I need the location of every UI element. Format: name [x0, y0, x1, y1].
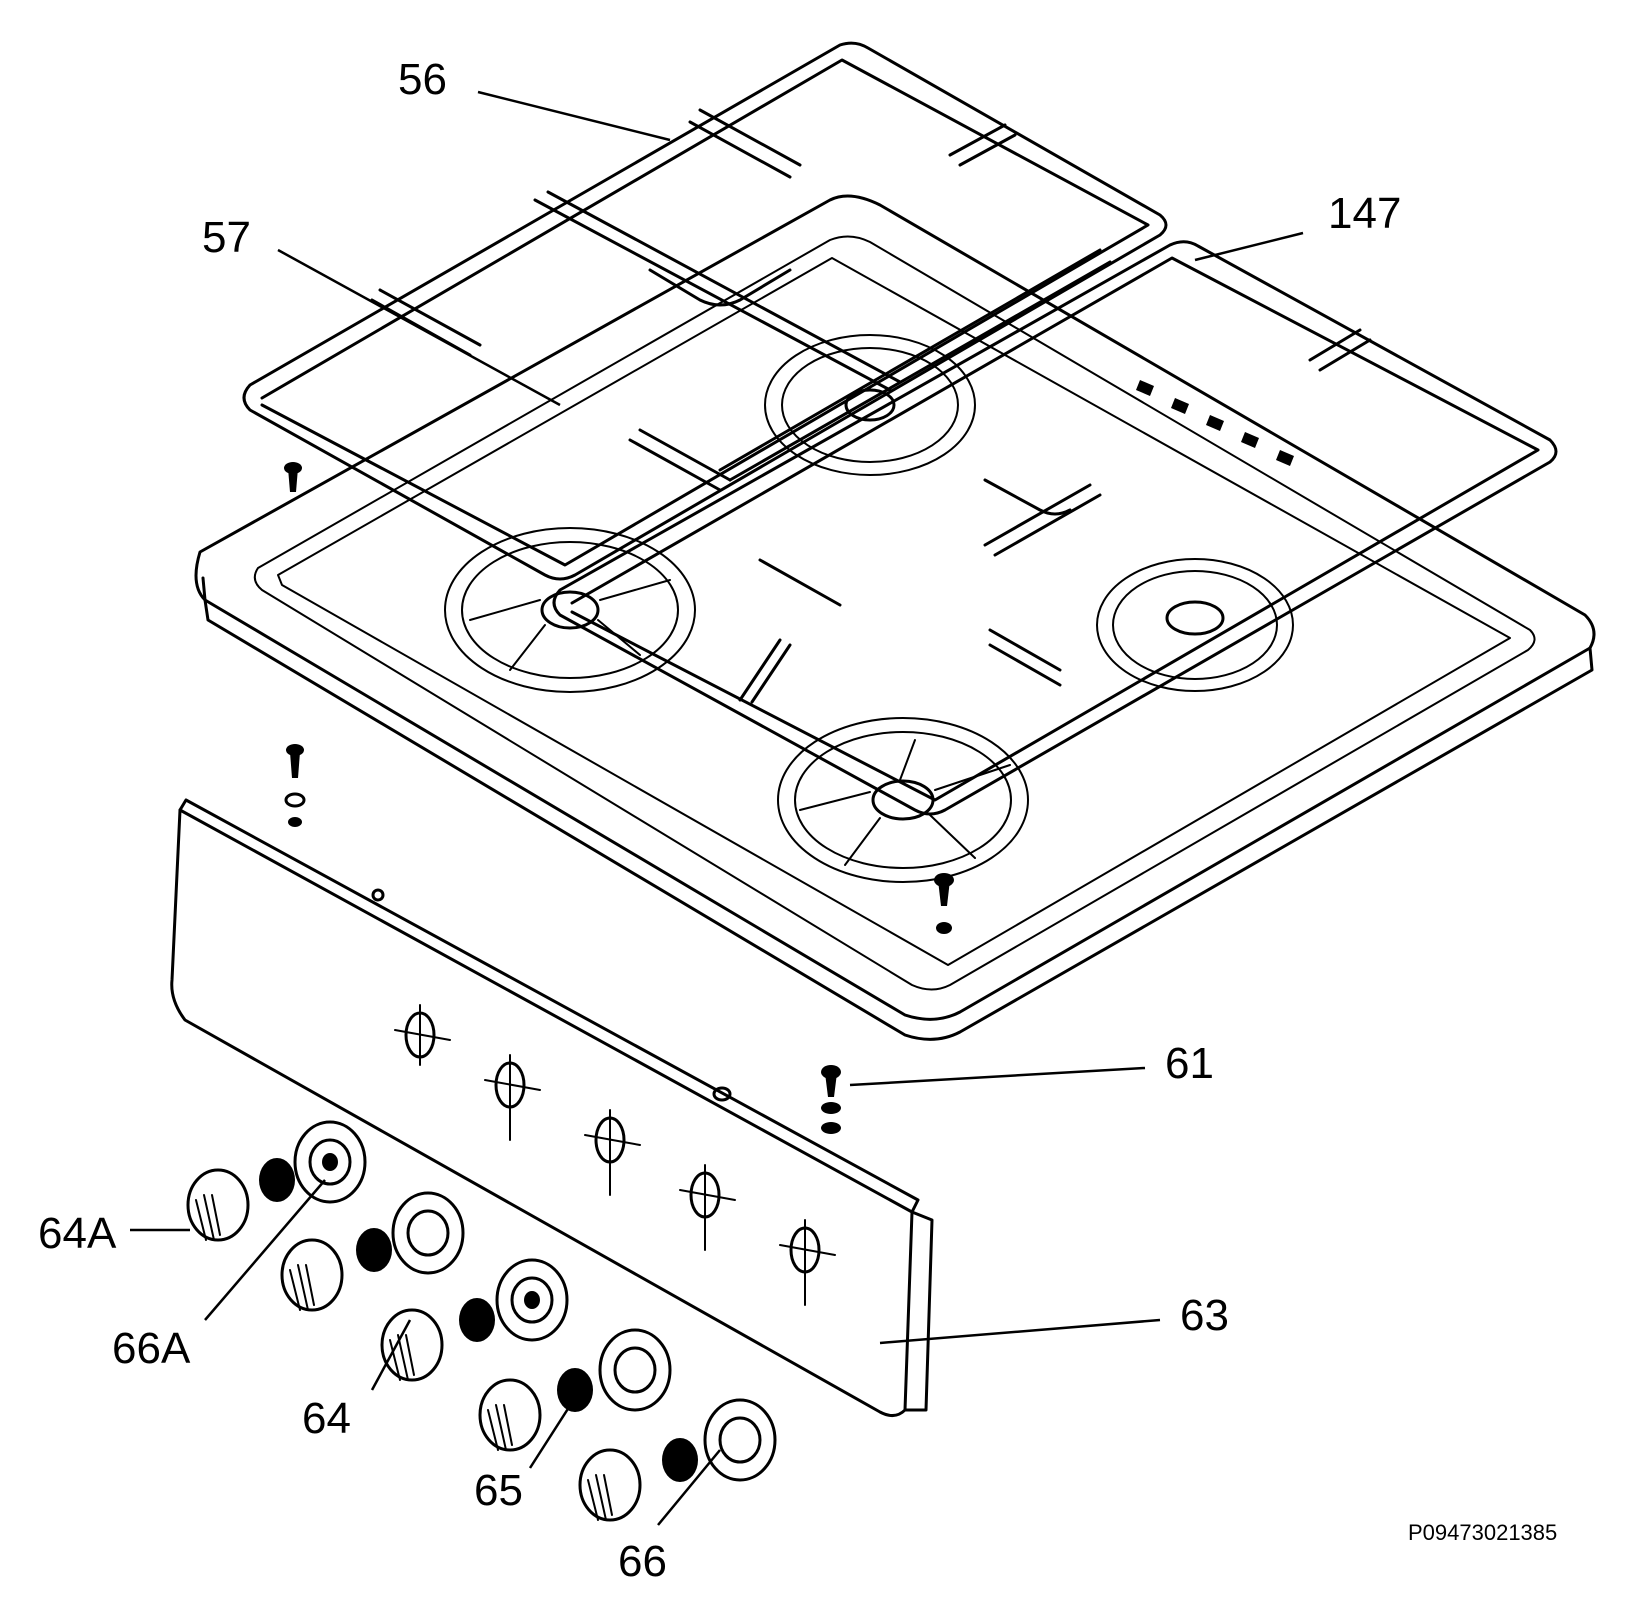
label-66: 66	[618, 1537, 667, 1586]
burner-front-left	[444, 527, 696, 693]
pan-support-grid-56	[242, 41, 1168, 581]
label-65: 65	[474, 1466, 523, 1515]
label-63: 63	[1180, 1291, 1229, 1340]
hob-top	[194, 194, 1596, 1041]
panel-spindle-holes	[394, 1004, 836, 1306]
burner-right	[1096, 558, 1294, 692]
burner-front	[777, 717, 1029, 883]
control-panel	[170, 798, 934, 1417]
burner-rear	[764, 334, 976, 476]
label-56: 56	[398, 55, 447, 104]
label-147: 147	[1328, 189, 1401, 238]
panel-fixing-screws	[284, 744, 841, 1134]
label-57: 57	[202, 213, 251, 262]
label-64A: 64A	[38, 1209, 117, 1258]
pan-support-grid-57	[552, 240, 1558, 816]
label-66A: 66A	[112, 1324, 191, 1373]
knobs-and-rings	[186, 1120, 777, 1522]
label-61: 61	[1165, 1039, 1214, 1088]
reference-code: P09473021385	[1408, 1520, 1557, 1545]
label-64: 64	[302, 1394, 351, 1443]
leader-lines	[130, 90, 1304, 1526]
